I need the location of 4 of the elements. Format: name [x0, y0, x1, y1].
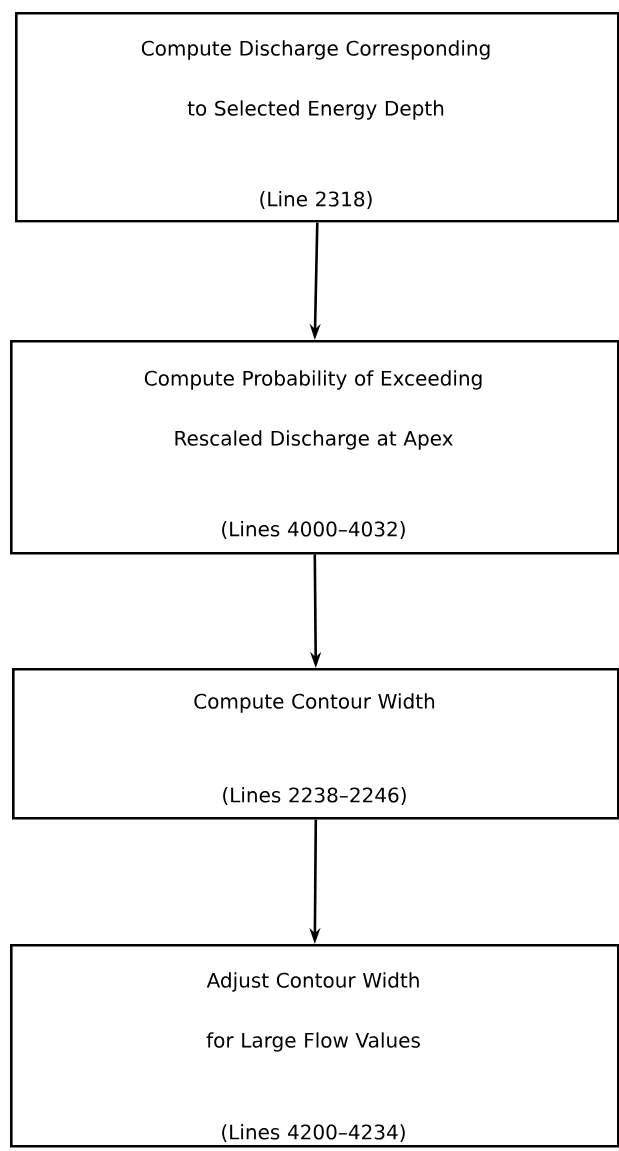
process-box: Adjust Contour Width for Large Flow Values (Lines 4200–4234): [10, 944, 619, 1148]
process-box: Compute Discharge Corresponding to Selected Energy Depth (Line 2318): [15, 12, 619, 223]
process-box: Compute Probability of Exceeding Rescaled Discharge at Apex (Lines 4000–4032): [10, 340, 619, 555]
process-box: Compute Contour Width (Lines 2238–2246): [12, 668, 619, 820]
